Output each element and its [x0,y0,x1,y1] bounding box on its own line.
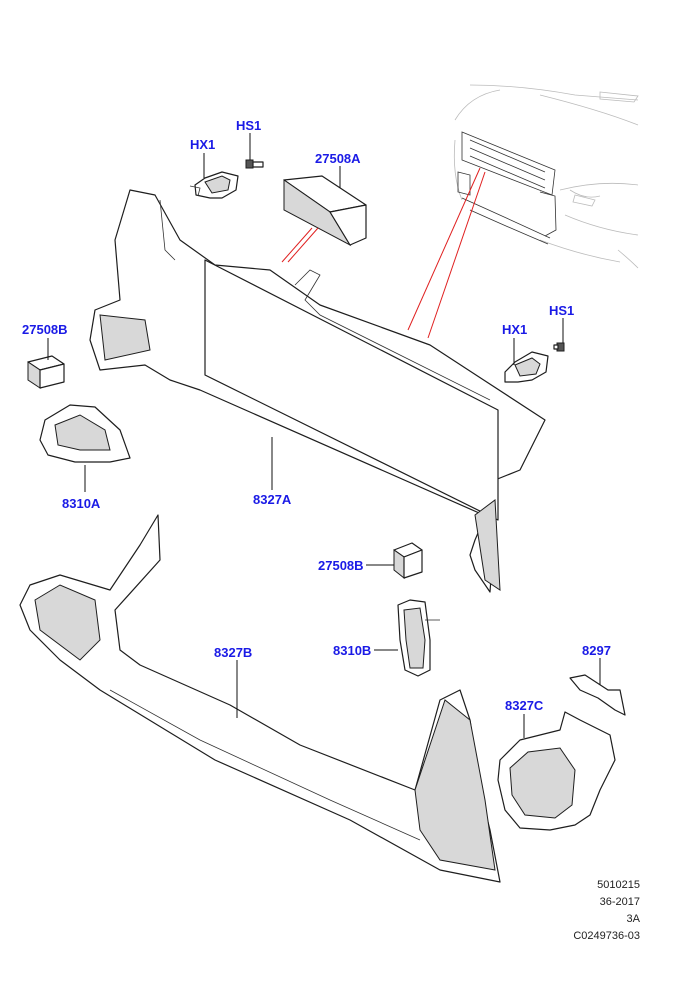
callout-8310b[interactable]: 8310B [333,643,372,658]
callout-8327c[interactable]: 8327C [505,698,544,713]
callout-hs1-right[interactable]: HS1 [549,303,575,318]
hx1-bracket-top [189,171,239,199]
callout-8327a[interactable]: 8327A [253,492,292,507]
callout-hx1-right[interactable]: HX1 [502,322,528,337]
callout-8327b[interactable]: 8327B [214,645,253,660]
reference-block: 5010215 36-2017 3A C0249736-03 [573,877,640,945]
callout-8310a[interactable]: 8310A [62,496,101,511]
callout-27508a[interactable]: 27508A [315,151,361,166]
bracket-8297 [569,674,626,716]
locator-leaders [281,167,486,339]
foam-block-27508a [283,175,367,247]
reference-line-4: C0249736-03 [573,930,640,942]
reference-line-3: 3A [626,913,640,925]
duct-8327c [497,711,616,831]
duct-8310a [39,404,131,463]
reference-line-2: 36-2017 [599,896,640,908]
callout-27508b-mid[interactable]: 27508B [318,558,364,573]
foam-block-27508b-left [27,355,65,389]
hs1-screw-top [245,159,264,169]
hs1-screw-right [553,342,565,352]
vehicle-locator-inset [453,84,639,269]
deflector-8327b [19,514,501,883]
deflector-8327a [89,189,546,593]
foam-block-27508b-mid [393,542,423,580]
callout-hx1-top[interactable]: HX1 [190,137,216,152]
reference-line-1: 5010215 [597,879,640,891]
duct-8310b [397,599,440,677]
callout-27508b-left[interactable]: 27508B [22,322,68,337]
hx1-bracket-right [504,351,549,383]
callout-hs1-top[interactable]: HS1 [236,118,262,133]
callout-leaders [47,133,601,738]
callout-8297[interactable]: 8297 [582,643,611,658]
